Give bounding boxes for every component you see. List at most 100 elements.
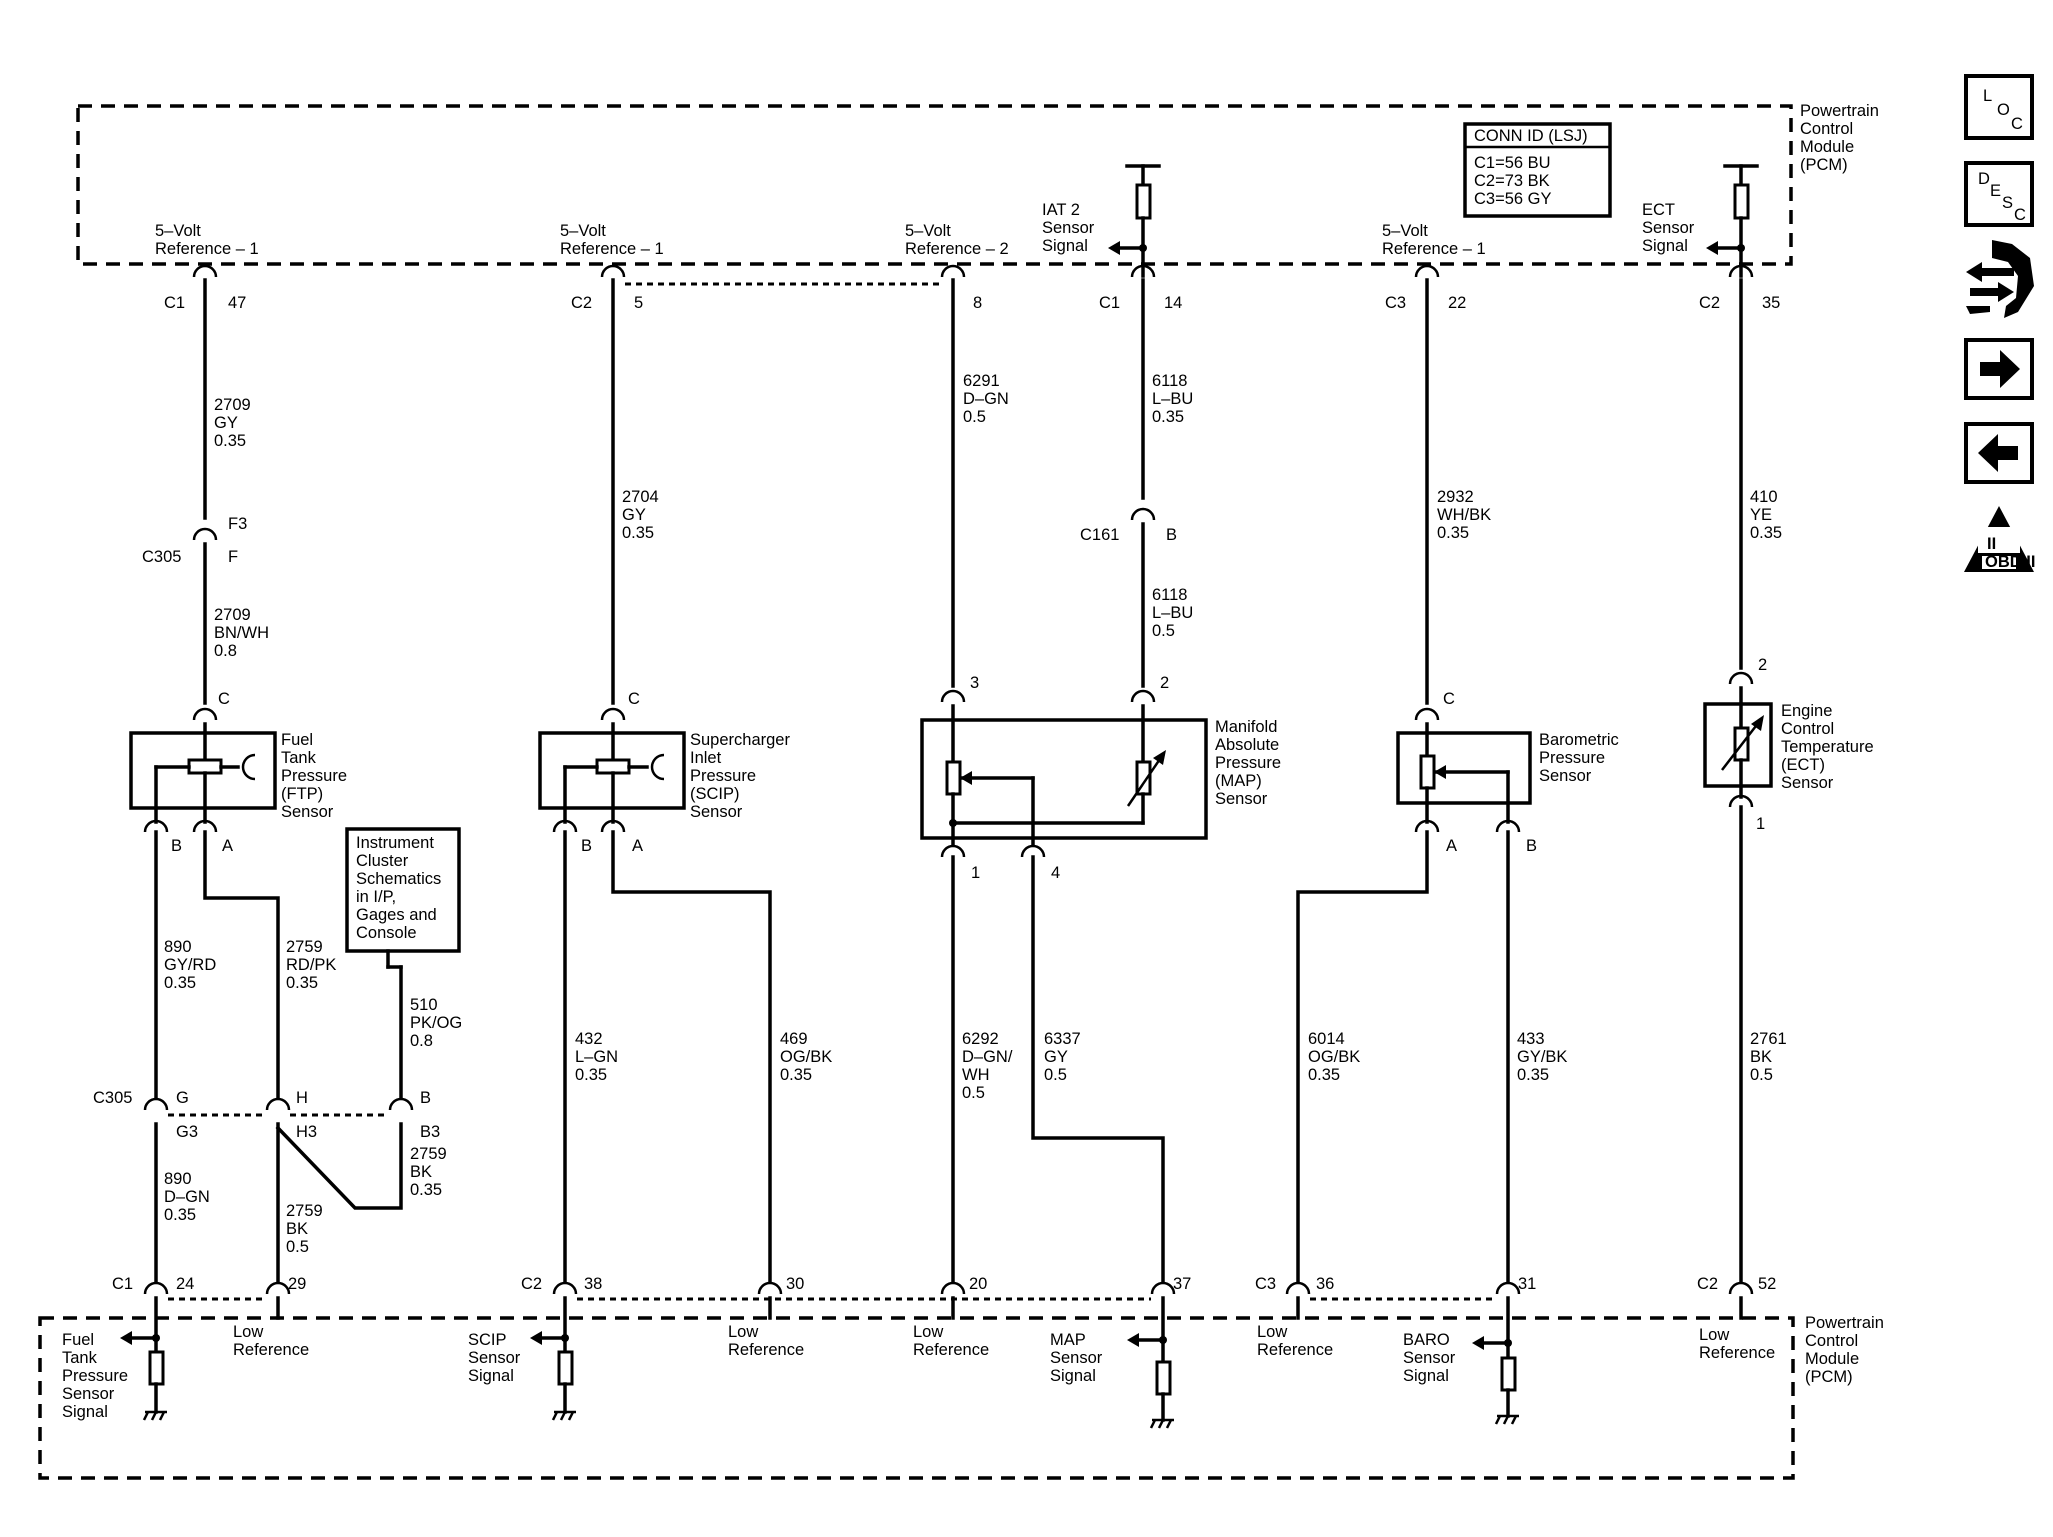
label-line: 510 <box>410 996 438 1014</box>
pin-conn-label: C3 <box>1255 1275 1276 1293</box>
wire-6337-gy <box>1031 855 1165 1284</box>
pin-label: B <box>581 837 592 855</box>
label-line: BK <box>410 1163 432 1181</box>
pin-conn-label: C2 <box>571 294 592 312</box>
pin-number: 20 <box>969 1275 987 1293</box>
pin-label: C <box>1443 690 1455 708</box>
label-line: SCIP <box>468 1331 507 1349</box>
inline-connector-c305-ghb <box>143 1097 414 1117</box>
label-line: Control <box>1805 1332 1858 1350</box>
label-line: 5–Volt <box>155 222 201 240</box>
label-line: Fuel <box>281 731 313 749</box>
pin-label: B <box>420 1089 431 1107</box>
label-line: (FTP) <box>281 785 323 803</box>
label-line: Manifold <box>1215 718 1277 736</box>
svg-text:D: D <box>1978 170 1990 188</box>
svg-text:C: C <box>2011 115 2023 133</box>
label-line: Low <box>1699 1326 1729 1344</box>
label-line: 432 <box>575 1030 603 1048</box>
arrow-right-icon[interactable] <box>1964 338 2034 400</box>
pin-label: H <box>296 1089 308 1107</box>
baro-pin-c <box>1414 707 1440 722</box>
label-line: Sensor <box>1539 767 1592 785</box>
label-line: Pressure <box>62 1367 128 1385</box>
label-line: 0.35 <box>780 1066 812 1084</box>
label-line: Pressure <box>1539 749 1605 767</box>
label-line: 6337 <box>1044 1030 1081 1048</box>
label-line: 0.35 <box>164 974 196 992</box>
label-line: Reference – 1 <box>560 240 664 258</box>
label-line: Schematics <box>356 870 441 888</box>
inline-connector-c305-f <box>192 527 218 542</box>
label-line: BN/WH <box>214 624 269 642</box>
label-line: Control <box>1800 120 1853 138</box>
label-line: C1=56 BU <box>1474 154 1551 172</box>
pin-number: 24 <box>176 1275 194 1293</box>
label-line: Pressure <box>281 767 347 785</box>
label-line: Sensor <box>281 803 334 821</box>
label-line: 0.5 <box>1750 1066 1773 1084</box>
inline-connector-label: C161 <box>1080 526 1119 544</box>
label-line: BK <box>286 1220 308 1238</box>
pin-number: 52 <box>1758 1275 1776 1293</box>
pin-label: F <box>228 548 238 566</box>
label-line: Cluster <box>356 852 409 870</box>
label-line: 0.35 <box>1517 1066 1549 1084</box>
label-line: Module <box>1805 1350 1859 1368</box>
pin-label: A <box>222 837 233 855</box>
label-line: Low <box>233 1323 263 1341</box>
label-line: 0.35 <box>622 524 654 542</box>
arrow-left-icon[interactable] <box>1964 422 2034 484</box>
scip-sensor <box>538 722 686 824</box>
label-line: 0.5 <box>286 1238 309 1256</box>
label-line: (PCM) <box>1805 1368 1853 1386</box>
label-line: 2932 <box>1437 488 1474 506</box>
label-line: Powertrain <box>1800 102 1879 120</box>
label-line: Sensor <box>690 803 743 821</box>
label-line: 0.8 <box>410 1032 433 1050</box>
desc-icon[interactable]: D E S C <box>1964 161 2034 227</box>
pin-conn-label: C1 <box>164 294 185 312</box>
inline-connector-label: C305 <box>142 548 181 566</box>
label-line: 6118 <box>1152 372 1187 390</box>
label-line: Control <box>1781 720 1834 738</box>
label-line: 2709 <box>214 396 251 414</box>
label-line: 6118 <box>1152 586 1187 604</box>
label-line: Absolute <box>1215 736 1279 754</box>
pin-number: 37 <box>1173 1275 1191 1293</box>
obd-ii-icon[interactable]: II OBD II <box>1964 506 2035 572</box>
label-line: 0.35 <box>575 1066 607 1084</box>
pcm-bottom-border <box>38 1316 1795 1480</box>
label-line: 2759 <box>286 1202 323 1220</box>
ect-pin-2 <box>1728 671 1754 686</box>
label-line: GY <box>1044 1048 1068 1066</box>
label-line: Tank <box>62 1349 98 1367</box>
pin-label: B <box>1166 526 1177 544</box>
pcm-top-border <box>76 104 1793 266</box>
svg-text:C: C <box>2014 206 2026 224</box>
pin-label: 1 <box>1756 815 1765 833</box>
label-line: GY/BK <box>1517 1048 1567 1066</box>
label-line: Instrument <box>356 834 434 852</box>
wrench-arrows-icon[interactable] <box>1966 240 2034 318</box>
loc-icon[interactable]: L O C <box>1964 74 2034 140</box>
label-line: L–GN <box>575 1048 618 1066</box>
